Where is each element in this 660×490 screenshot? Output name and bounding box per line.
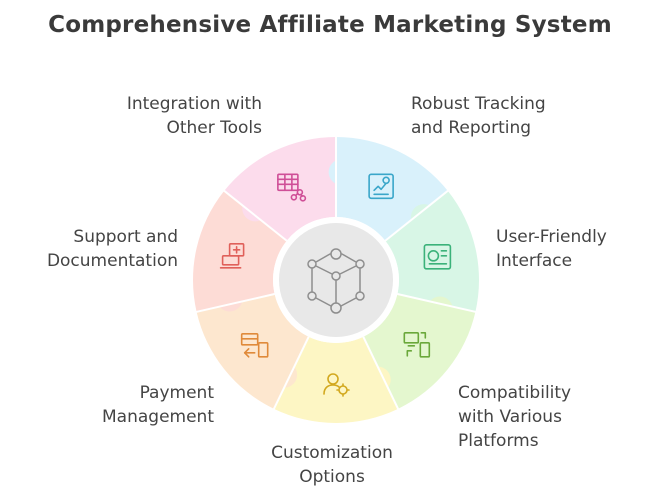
label-integration: Integration with Other Tools [126,94,262,138]
segment-6 [224,137,336,241]
puzzle-knob-6 [328,159,355,186]
puzzle-knob-4 [216,285,243,312]
network-nodes-icon [307,248,365,314]
segment-divider-3 [362,336,400,411]
page-title: Comprehensive Affiliate Marketing System [48,12,612,38]
segment-3 [273,336,399,423]
puzzle-knob-2 [364,366,391,393]
segment-2 [363,294,476,409]
user-gear-icon [323,373,350,397]
interface-window-icon [423,244,452,270]
devices-sync-icon [403,332,431,358]
puzzle-knob-1 [426,296,453,323]
puzzle-knob-5 [242,195,269,222]
label-payment-management: Payment Management [102,383,214,427]
segment-5 [193,190,287,312]
puzzle-knob-0 [410,204,437,231]
table-connect-icon [277,173,307,202]
segment-divider-4 [272,336,310,411]
label-compatibility: Compatibility with Various Platforms [458,383,572,451]
label-user-friendly: User-Friendly Interface [496,227,607,271]
segment-divider-2 [397,293,477,314]
segment-divider-5 [195,293,275,314]
segment-divider-1 [384,189,450,242]
laptop-help-icon [219,243,245,269]
label-tracking-reporting: Robust Tracking and Reporting [411,94,546,138]
label-support-documentation: Support and Documentation [46,227,178,271]
report-chart-icon [368,173,394,200]
label-customization: Customization Options [271,443,393,487]
segment-divider-6 [222,189,288,242]
segment-0 [336,137,448,241]
card-phone-icon [240,333,269,358]
puzzle-knob-3 [271,361,298,388]
